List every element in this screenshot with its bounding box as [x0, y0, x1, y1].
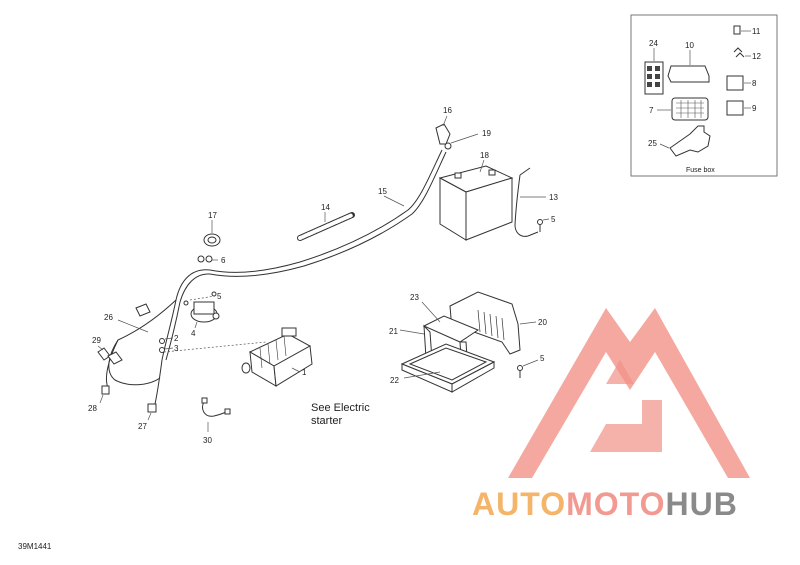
- watermark-moto: MOTO: [566, 486, 665, 522]
- cable-part-30: [201, 397, 231, 432]
- fuse-box-label: Fuse box: [686, 167, 715, 174]
- callout-20: 20: [538, 318, 547, 327]
- callout-29: 29: [92, 336, 101, 345]
- solenoid-part-4: [189, 295, 220, 329]
- callout-25: 25: [648, 139, 657, 148]
- callout-19: 19: [482, 129, 491, 138]
- callout-7: 7: [649, 106, 654, 115]
- see-electric-note-line2: starter: [311, 415, 343, 427]
- callout-27: 27: [138, 422, 147, 431]
- connector-part-28: [99, 385, 110, 404]
- watermark-wordmark: AUTOMOTOHUB: [472, 486, 738, 522]
- callout-26: 26: [104, 313, 113, 322]
- see-electric-note-line1: See Electric: [311, 402, 370, 414]
- callout-13: 13: [549, 193, 558, 202]
- callout-17: 17: [208, 211, 217, 220]
- callout-5-tray: 5: [540, 354, 545, 363]
- nut-part-6: [197, 255, 218, 263]
- watermark-auto: AUTO: [472, 486, 566, 522]
- callout-4: 4: [191, 329, 196, 338]
- screw-part-5-battery: [537, 218, 550, 232]
- screw-part-5-tray: [517, 359, 539, 378]
- diagram-code: 39M1441: [18, 542, 52, 551]
- callout-24: 24: [649, 39, 658, 48]
- starter-motor-part-1: [241, 327, 313, 387]
- callout-23: 23: [410, 293, 419, 302]
- callout-30: 30: [203, 436, 212, 445]
- watermark-triangle-mark: [508, 308, 750, 478]
- callout-6: 6: [221, 256, 226, 265]
- terminal-part-16: [435, 115, 451, 145]
- callout-11: 11: [752, 27, 761, 36]
- watermark-inner-mark: [590, 360, 662, 452]
- callout-8: 8: [752, 79, 757, 88]
- conduit-part-14: [297, 212, 355, 241]
- screw-part-5-solenoid: [183, 291, 217, 306]
- callout-28: 28: [88, 404, 97, 413]
- callout-14: 14: [321, 203, 330, 212]
- grommet-part-17: [203, 220, 221, 247]
- nut-part-2-3: [159, 337, 267, 353]
- battery-tray-assembly: [399, 291, 537, 393]
- watermark-logo: [508, 308, 750, 478]
- clip-part-29: [97, 345, 123, 365]
- callout-10: 10: [685, 41, 694, 50]
- nut-part-19: [444, 133, 479, 150]
- callout-15: 15: [378, 187, 387, 196]
- callout-5-solenoid: 5: [217, 292, 222, 301]
- callout-1: 1: [302, 368, 307, 377]
- callout-21: 21: [389, 327, 398, 336]
- callout-9: 9: [752, 104, 757, 113]
- callout-2: 2: [174, 334, 179, 343]
- fuse-box-frame: [630, 14, 778, 177]
- clip-part-26: [117, 303, 151, 333]
- callout-12: 12: [752, 52, 761, 61]
- callout-3: 3: [174, 344, 179, 353]
- battery-part-18: [438, 159, 514, 241]
- fuse-box-inset: [630, 14, 778, 177]
- callout-labels: 1 2 3 4 5 5 5 6 7 8 9 10 11 12 13 14 15 …: [88, 27, 761, 445]
- callout-16: 16: [443, 106, 452, 115]
- connector-part-27: [147, 403, 157, 421]
- callout-18: 18: [480, 151, 489, 160]
- callout-5-battery: 5: [551, 215, 556, 224]
- main-harness: [105, 149, 539, 405]
- callout-22: 22: [390, 376, 399, 385]
- watermark-hub: HUB: [665, 486, 737, 522]
